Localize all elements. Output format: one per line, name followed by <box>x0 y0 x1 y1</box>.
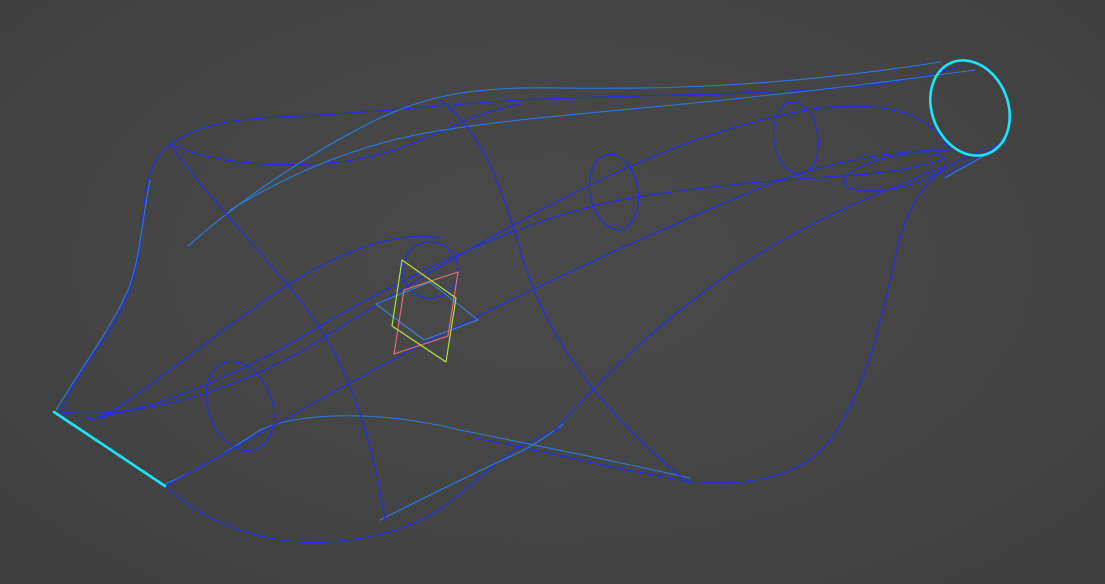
cross-rail-1[interactable] <box>99 235 441 421</box>
cross-sections[interactable] <box>194 99 949 460</box>
gizmo-plane-x[interactable] <box>391 259 457 363</box>
spine-curve-middle[interactable] <box>79 157 946 421</box>
outer-boundary[interactable] <box>59 65 1009 543</box>
spine-curve-lower[interactable] <box>165 149 951 487</box>
section-ellipse-2[interactable] <box>401 241 459 299</box>
section-ellipse-1[interactable] <box>194 352 286 460</box>
upper-sweep-curve[interactable] <box>187 61 941 247</box>
section-ellipse-4[interactable] <box>769 99 823 176</box>
top-boundary-curve[interactable] <box>167 65 961 147</box>
transform-gizmo[interactable] <box>375 259 479 363</box>
bottom-boundary-curve[interactable] <box>165 429 561 543</box>
spine-curve-upper[interactable] <box>59 105 951 414</box>
left-boundary-curve[interactable] <box>59 145 169 413</box>
section-ellipse-3[interactable] <box>584 150 644 233</box>
gizmo-plane-y[interactable] <box>393 271 459 355</box>
left-outer-curve[interactable] <box>55 179 151 411</box>
top-boundary-inner[interactable] <box>169 103 521 166</box>
secondary-curves[interactable] <box>55 61 1007 521</box>
cross-rail-2[interactable] <box>554 167 941 431</box>
gizmo-plane-z[interactable] <box>375 281 479 341</box>
section-ellipse-5[interactable] <box>841 146 949 199</box>
selected-edge[interactable] <box>52 410 167 488</box>
diagonal-rail-1[interactable] <box>169 143 386 521</box>
upper-sweep-curve-2[interactable] <box>229 69 976 211</box>
selected-end-circle[interactable] <box>916 48 1023 167</box>
guide-rails[interactable] <box>59 99 951 521</box>
diagonal-rail-2[interactable] <box>439 99 691 485</box>
bottom-crossing-curve[interactable] <box>379 423 564 521</box>
selection[interactable] <box>52 48 1024 488</box>
bottom-lobe-curve[interactable] <box>474 149 986 484</box>
